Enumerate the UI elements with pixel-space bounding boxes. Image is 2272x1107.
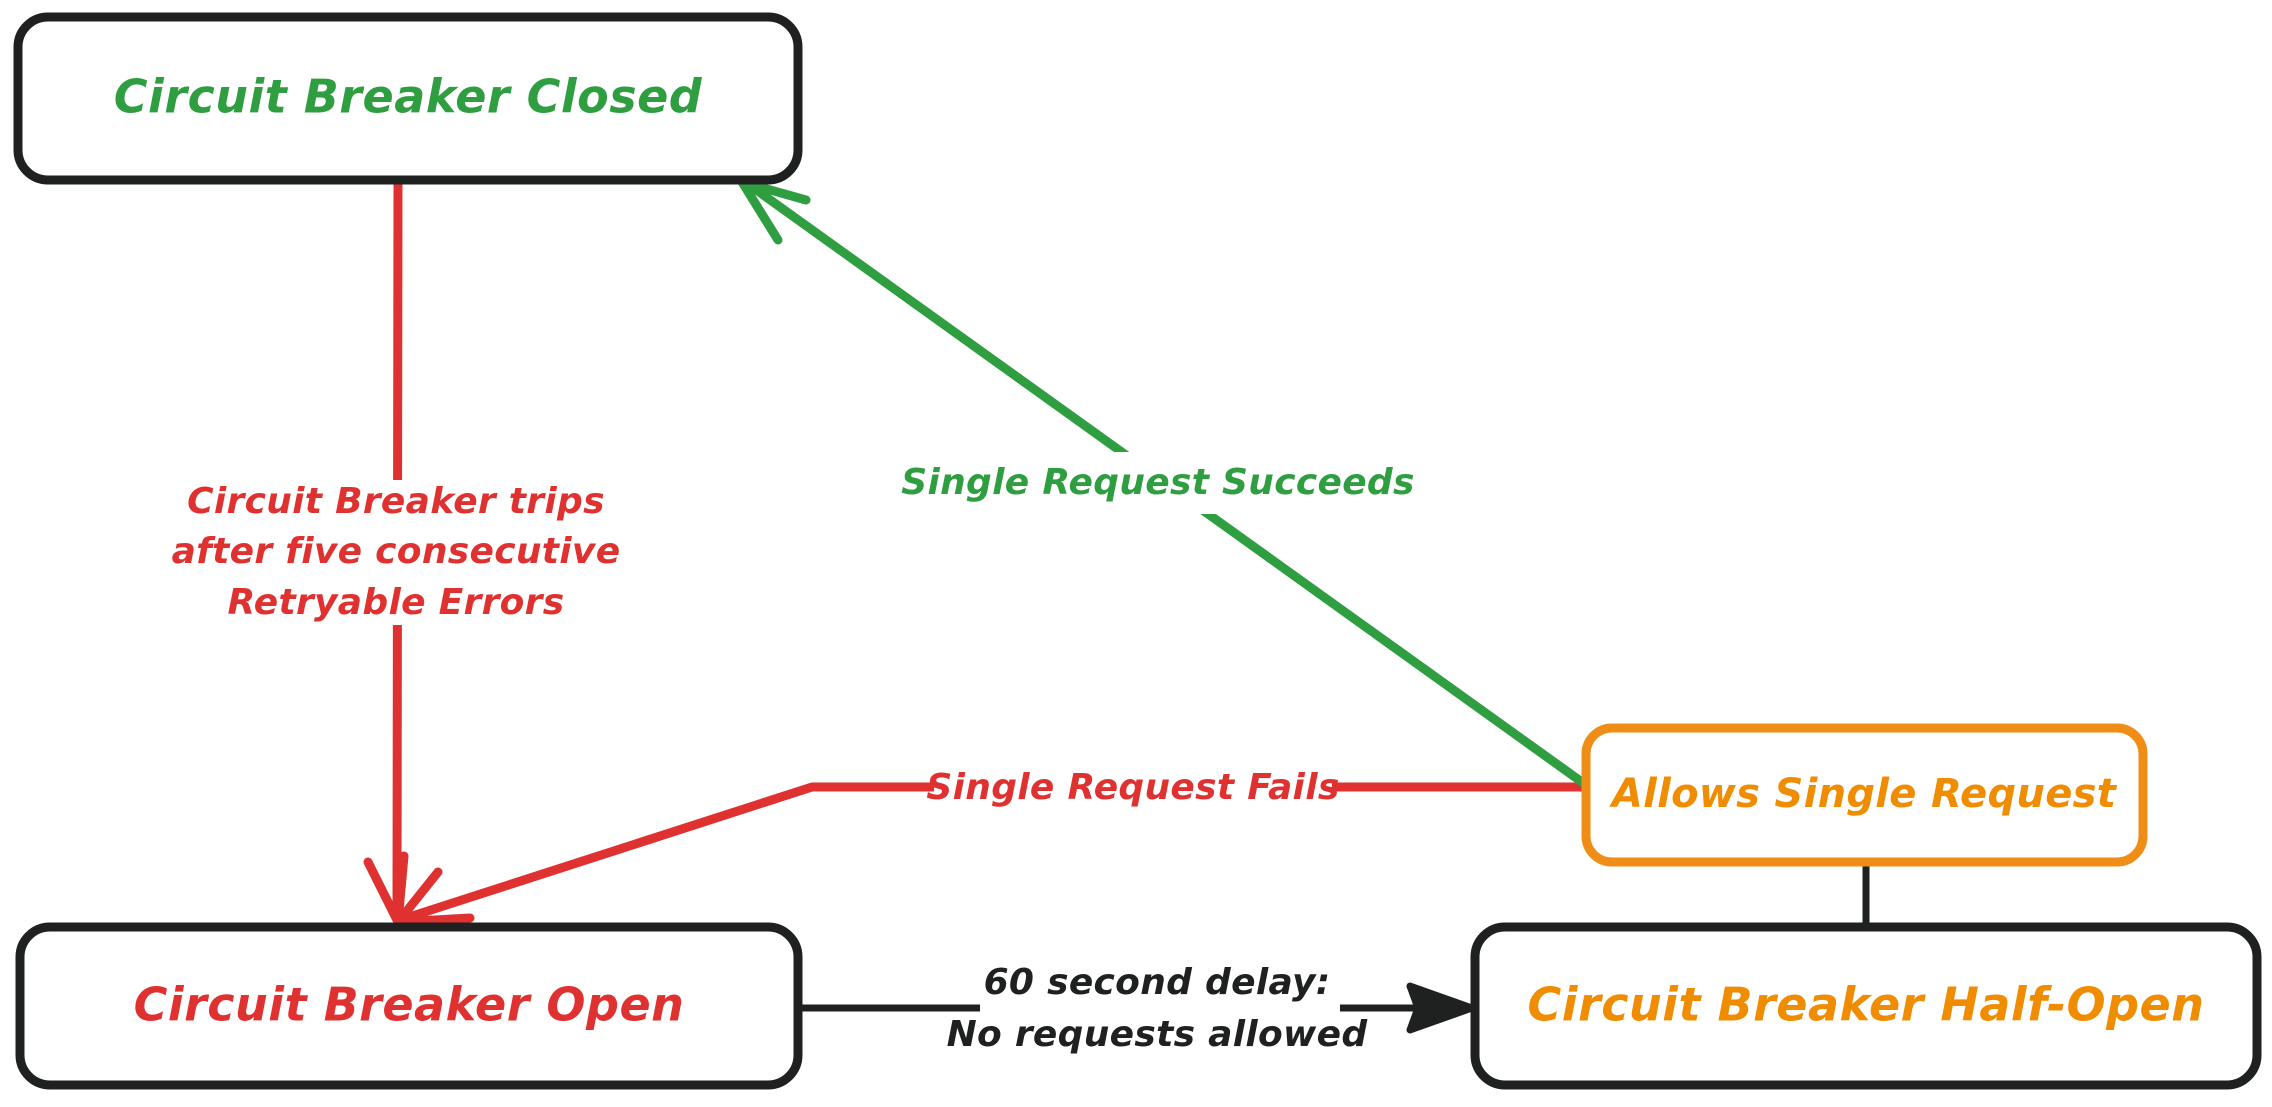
edge-label-open-to-half-open-backdrop <box>980 960 1340 1070</box>
edge-label-allows-to-open-text: Single Request Fails <box>926 767 1339 808</box>
edge-label-open-to-half-open-line1: 60 second delay: <box>984 962 1331 1003</box>
edge-label-allows-to-closed-backdrop <box>910 452 1400 514</box>
edge-label-allows-to-open: Single Request Fails <box>926 760 1339 816</box>
edge-label-allows-to-closed-text: Single Request Succeeds <box>901 462 1414 503</box>
node-half-open-label: Circuit Breaker Half-Open <box>1528 978 2205 1032</box>
edge-label-closed-to-open-backdrop <box>172 480 562 625</box>
edge-label-closed-to-open-line2: after five consecutive <box>172 531 621 572</box>
arrowhead-allows-to-open <box>395 913 475 927</box>
node-allows-single-request-box[interactable] <box>1581 723 2148 867</box>
edge-label-allows-to-closed: Single Request Succeeds <box>901 452 1414 514</box>
node-closed[interactable]: Circuit Breaker Closed <box>13 12 803 185</box>
node-allows-single-request-label: Allows Single Request <box>1609 771 2118 817</box>
edge-label-closed-to-open: Circuit Breaker trips after five consecu… <box>172 480 621 625</box>
node-closed-label: Circuit Breaker Closed <box>114 70 703 124</box>
node-open-box[interactable] <box>15 922 803 1090</box>
edge-label-open-to-half-open-line2: No requests allowed <box>947 1014 1369 1055</box>
edge-label-closed-to-open-line3: Retryable Errors <box>228 582 565 623</box>
edge-open-to-half-open <box>794 982 1476 1034</box>
node-closed-box[interactable] <box>13 12 803 185</box>
arrowhead-allows-to-closed <box>737 177 811 245</box>
node-half-open[interactable]: Circuit Breaker Half-Open <box>1470 922 2262 1090</box>
node-half-open-box[interactable] <box>1470 922 2262 1090</box>
edge-label-allows-to-open-backdrop <box>934 760 1332 816</box>
node-open-label: Circuit Breaker Open <box>134 978 685 1032</box>
edge-label-closed-to-open-line1: Circuit Breaker trips <box>187 481 605 522</box>
arrowhead-open-to-half-open <box>1406 982 1476 1034</box>
node-open[interactable]: Circuit Breaker Open <box>15 922 803 1090</box>
node-allows-single-request[interactable]: Allows Single Request <box>1581 723 2148 867</box>
edge-label-open-to-half-open: 60 second delay: No requests allowed <box>947 960 1369 1070</box>
